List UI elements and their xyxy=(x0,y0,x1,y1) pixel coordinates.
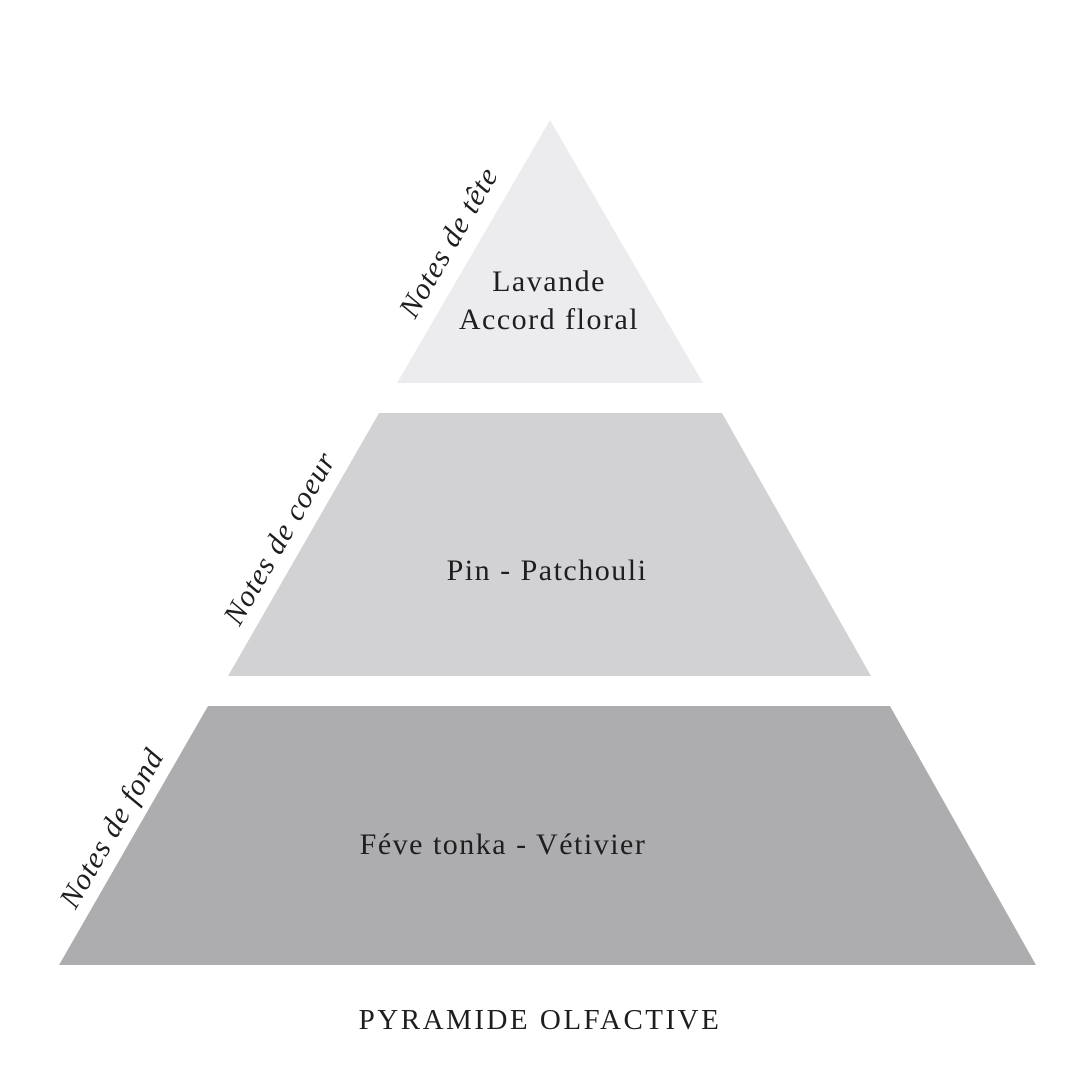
tier-middle-line-1: Pin - Patchouli xyxy=(447,554,648,587)
tier-base-line-1: Féve tonka - Vétivier xyxy=(360,828,647,861)
tier-base: Féve tonka - Vétivier Notes de fond xyxy=(52,706,1036,965)
tier-middle-shape xyxy=(228,413,871,676)
tier-middle: Pin - Patchouli Notes de coeur xyxy=(216,413,871,676)
tier-top-line-2: Accord floral xyxy=(459,303,639,336)
tier-base-shape xyxy=(59,706,1036,965)
diagram-caption: PYRAMIDE OLFACTIVE xyxy=(359,1004,722,1036)
tier-top: Lavande Accord floral Notes de tête xyxy=(392,120,703,383)
tier-top-shape xyxy=(397,120,703,383)
tier-top-line-1: Lavande xyxy=(492,265,606,298)
